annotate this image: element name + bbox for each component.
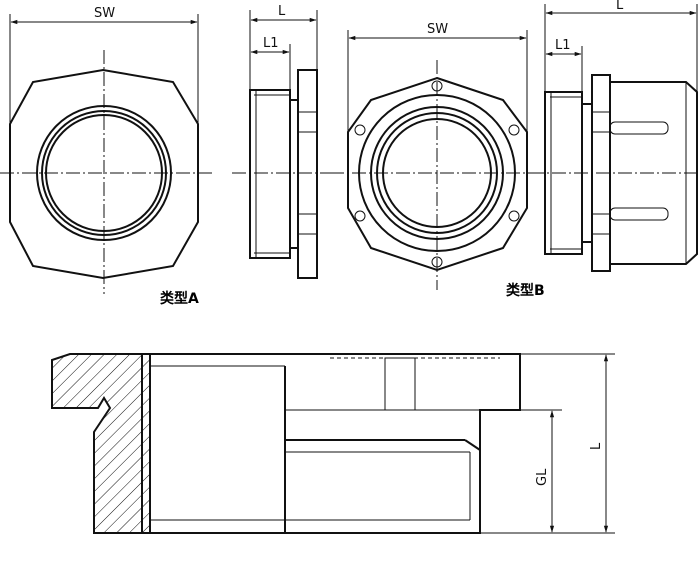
type-b-caption: 类型B (506, 282, 545, 299)
type-b-finger-slot (609, 207, 669, 221)
section-flange-slot (384, 357, 416, 411)
type-a-front-view: SW (0, 6, 212, 294)
type-b-finger-slot (609, 121, 669, 135)
type-a-sw-label: SW (94, 6, 115, 21)
type-b-mounting-hole (508, 124, 520, 136)
section-l-label: L (589, 442, 604, 450)
type-a-l-label: L (278, 4, 286, 19)
type-a-hex-flange (297, 69, 318, 279)
section-gl-label: GL (535, 468, 550, 486)
type-b-front-view: SW (330, 22, 542, 290)
section-view: GL L (51, 353, 615, 534)
type-b-mounting-hole (508, 210, 520, 222)
type-a-side-view: L L1 (232, 4, 330, 279)
section-hatched-cut (51, 353, 151, 534)
type-a-hexagon (9, 68, 199, 280)
type-b-side-view: L L1 (530, 0, 700, 272)
type-b-mounting-hole (354, 210, 366, 222)
type-b-sw-label: SW (427, 22, 448, 37)
type-a-caption: 类型A (160, 290, 199, 307)
type-b-mounting-hole (354, 124, 366, 136)
type-b-l1-label: L1 (555, 38, 571, 53)
type-b-l-label: L (616, 0, 624, 13)
type-a-l1-label: L1 (263, 36, 279, 51)
section-outline (150, 353, 521, 534)
